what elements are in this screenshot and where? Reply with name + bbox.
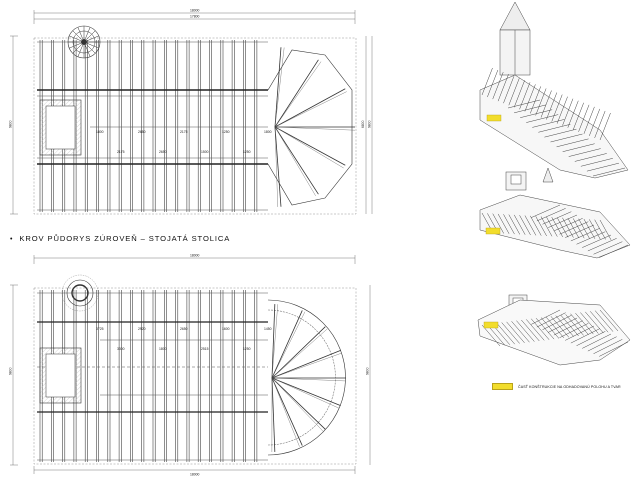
plan-top-dim-right — [365, 36, 373, 214]
inner-dim-label: 2920 — [138, 327, 146, 331]
plan-bottom-inner-dims: 3725 3300 2920 1800 2650 2515 1600 1250 1450 — [96, 327, 272, 351]
plan-bottom-beams — [37, 292, 268, 461]
plan-bottom-dim-bottom-label: 18000 — [190, 473, 200, 477]
legend-swatch — [492, 383, 513, 390]
inner-dim-label: 2175 — [117, 150, 125, 154]
plan-bottom-dim-left-label: 9800 — [9, 367, 13, 375]
plan-bottom-purlins — [37, 321, 268, 413]
iso-view-3-highlight — [483, 321, 499, 329]
inner-dim-label: 2650 — [159, 150, 167, 154]
inner-dim-label: 1500 — [201, 150, 209, 154]
plan-top-dim-sub: 17800 — [190, 15, 200, 19]
plan-top-purlins — [37, 89, 268, 165]
iso-view-1-highlight — [486, 114, 502, 122]
plan-bottom-dim-top — [33, 255, 356, 264]
iso-view-2 — [479, 167, 631, 259]
iso-view-2-highlight — [485, 227, 501, 235]
plan-top: 18000 17800 9800 6800 9800 — [9, 9, 373, 215]
plan-bottom-dim-right-label: 9800 — [366, 367, 370, 375]
plan-top-dim-right-b: 9800 — [368, 120, 372, 128]
inner-dim-label: 2175 — [180, 130, 188, 134]
caption-bullet: • — [10, 236, 14, 243]
inner-dim-label: 1800 — [264, 130, 272, 134]
plan-top-dim-total: 18000 — [190, 9, 200, 13]
plan-top-hip-end — [267, 47, 355, 207]
inner-dim-label: 3725 — [96, 327, 104, 331]
inner-dim-label: 1600 — [222, 327, 230, 331]
plan-bottom-tower — [61, 274, 99, 312]
inner-dim-label: 3300 — [117, 347, 125, 351]
legend-text: ČASŤ KONŠTRUKCIE NA ODHADOVANÚ POLOHU A … — [518, 384, 621, 389]
caption-text: KROV PŮDORYS ZÚROVEŇ – STOJATÁ STOLICA — [19, 234, 231, 243]
inner-dim-label: 1250 — [243, 347, 251, 351]
inner-dim-label: 2650 — [180, 327, 188, 331]
plan-top-inner-dims: 1800 2175 2650 2650 2175 1500 1250 1250 1800 — [96, 130, 272, 154]
inner-dim-label: 2515 — [201, 347, 209, 351]
inner-dim-label: 1800 — [96, 130, 104, 134]
plan-top-dim-left — [10, 35, 18, 215]
plan-top-dim-top — [33, 10, 356, 24]
plan-top-outline — [33, 37, 357, 215]
inner-dim-label: 2650 — [138, 130, 146, 134]
inner-dim-label: 1250 — [243, 150, 251, 154]
plan-bottom-dim-left — [10, 284, 18, 466]
plan-top-tower — [67, 25, 101, 59]
plan-top-dim-left-label: 9800 — [9, 120, 13, 128]
inner-dim-label: 1250 — [222, 130, 230, 134]
plan-bottom-hip-end — [267, 299, 346, 456]
inner-dim-label: 1450 — [264, 327, 272, 331]
plan-bottom-dim-total: 18000 — [190, 254, 200, 258]
iso-view-3 — [477, 294, 631, 366]
plan-top-dim-right-a: 6800 — [361, 120, 365, 128]
plan-bottom-dim-bottom — [33, 466, 356, 474]
plan-bottom: 18000 9800 9800 18000 — [9, 254, 371, 477]
plan-caption: • KROV PŮDORYS ZÚROVEŇ – STOJATÁ STOLICA — [10, 234, 230, 243]
iso-view-1 — [479, 1, 629, 179]
plan-bottom-outline — [33, 287, 357, 465]
inner-dim-label: 1800 — [159, 347, 167, 351]
legend: ČASŤ KONŠTRUKCIE NA ODHADOVANÚ POLOHU A … — [492, 383, 621, 390]
